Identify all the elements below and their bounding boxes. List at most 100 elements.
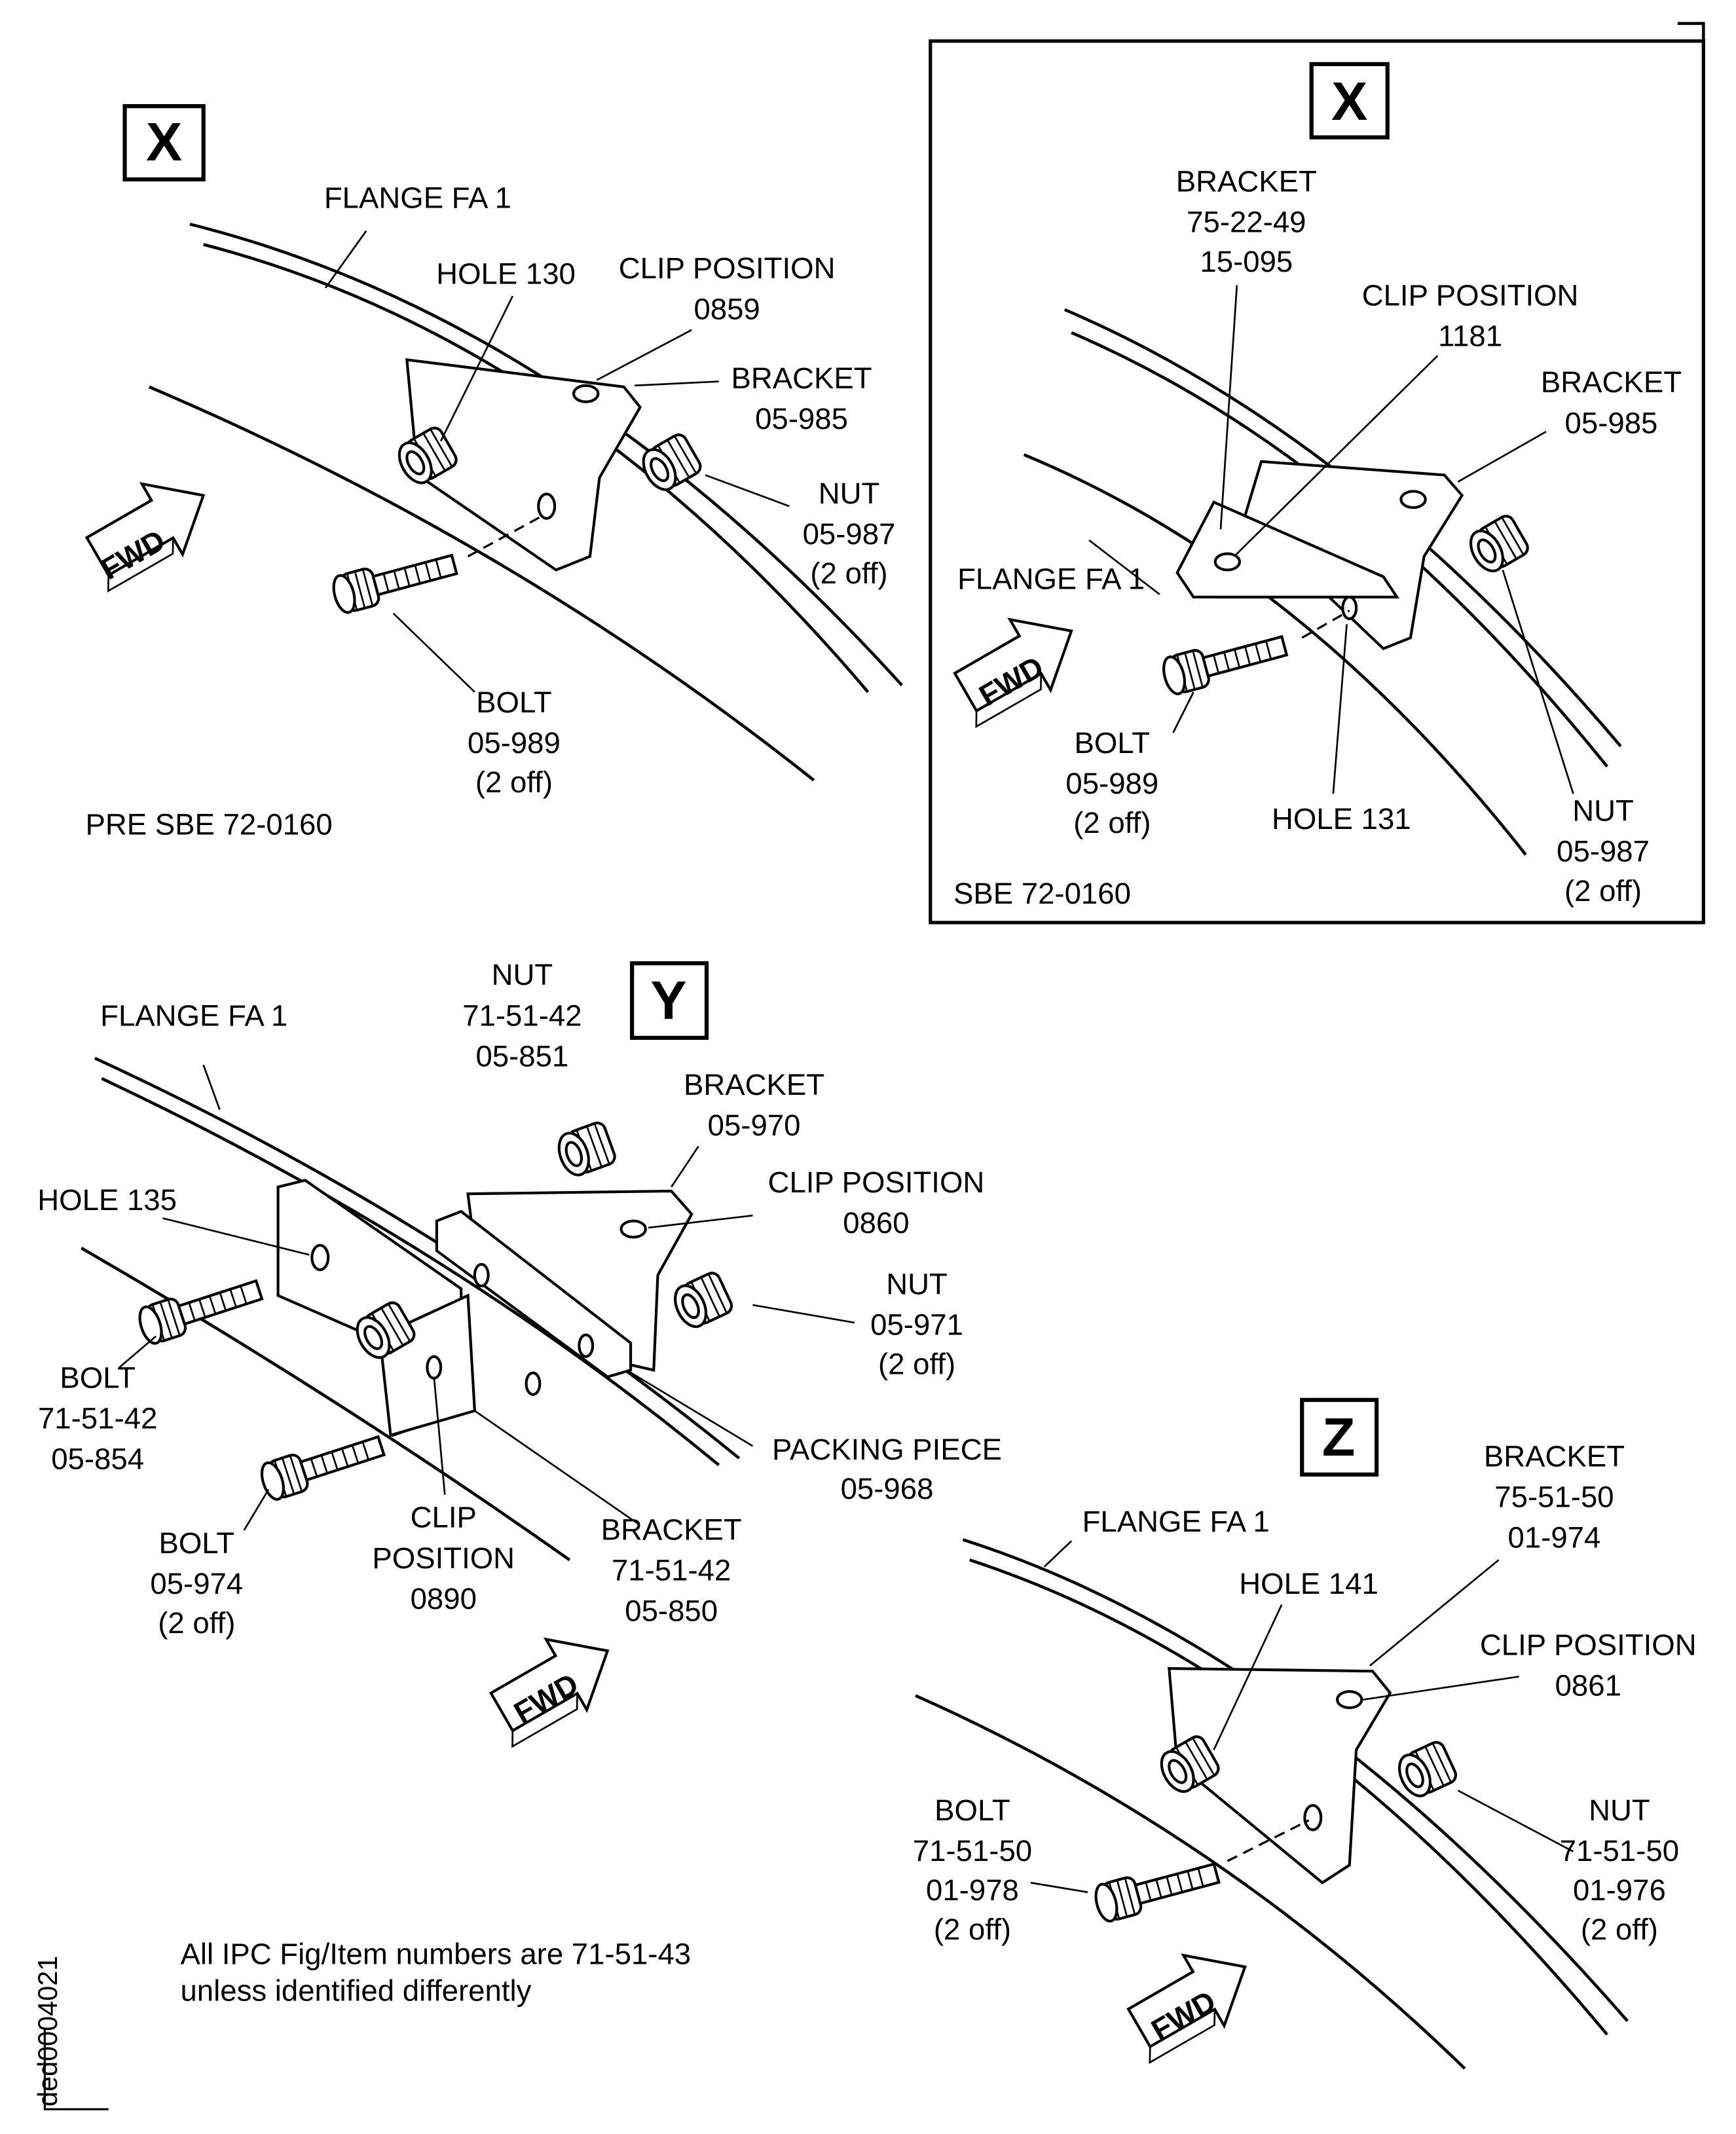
bolt-quantity: (2 off) <box>934 1913 1011 1946</box>
view-x-label-box <box>122 104 206 182</box>
id-corner-mark <box>43 2027 109 2110</box>
bolt-label: BOLT <box>476 686 552 719</box>
bracket-label: BRACKET <box>731 361 872 395</box>
bracket-ata-number: 75-22-49 <box>1187 206 1306 239</box>
bracket-part-number: 15-095 <box>1200 245 1293 278</box>
clip-position-label: CLIP POSITION <box>768 1166 985 1199</box>
bolt-quantity: (2 off) <box>1073 806 1151 839</box>
view-x-label: X <box>146 111 182 172</box>
nut-icon <box>1394 1740 1458 1801</box>
nut-icon <box>554 1120 618 1179</box>
bolt-icon <box>330 546 459 615</box>
bolt-part-number: 05-989 <box>468 726 561 760</box>
bolt-label: BOLT <box>60 1361 136 1394</box>
bracket-label: BRACKET <box>601 1513 742 1546</box>
nut-ata-number: 71-51-50 <box>1560 1834 1679 1867</box>
bolt-icon <box>1160 627 1289 696</box>
bracket-part-number: 05-850 <box>625 1594 718 1628</box>
clip-hole <box>572 384 600 403</box>
bolt-quantity: (2 off) <box>475 765 553 799</box>
bolt-ata-number: 71-51-50 <box>913 1834 1032 1867</box>
flange-label: FLANGE FA 1 <box>1082 1505 1270 1538</box>
bolt-part-number: 05-974 <box>150 1567 243 1600</box>
view-x-label: X <box>1331 71 1367 132</box>
view-z: Z FWD BRACKET 75-51-50 01-974 FLANGE FA … <box>913 1397 1697 2070</box>
bracket-label: BRACKET <box>1484 1439 1625 1473</box>
bracket-label: BRACKET <box>1541 365 1682 399</box>
pre-sbe-note: PRE SBE 72-0160 <box>85 807 332 841</box>
bracket-label: BRACKET <box>684 1068 824 1101</box>
view-y-label-box <box>630 961 709 1040</box>
nut-quantity: (2 off) <box>810 557 887 590</box>
view-y: Y FWD NUT 71-51-42 05-851 FLANGE FA 1 BR… <box>37 958 1002 1751</box>
hole-label: HOLE 131 <box>1272 802 1411 836</box>
bolt-quantity: (2 off) <box>158 1606 235 1640</box>
bolt-part-number: 05-854 <box>51 1443 144 1476</box>
packing-piece-label: PACKING PIECE <box>772 1433 1002 1466</box>
nut-label: NUT <box>492 958 553 991</box>
nut-part-number: 05-987 <box>1557 835 1650 868</box>
nut-ata-number: 71-51-42 <box>462 999 582 1032</box>
bolt-icon <box>258 1427 387 1501</box>
clip-position-label: CLIP POSITION <box>1480 1628 1697 1661</box>
nut-icon <box>669 1270 734 1331</box>
nut-quantity: (2 off) <box>1564 874 1642 908</box>
nut-label: NUT <box>886 1267 948 1300</box>
bracket-part-number: 05-985 <box>755 402 848 435</box>
clip-label: CLIP <box>411 1501 477 1534</box>
flange-label: FLANGE FA 1 <box>100 999 287 1032</box>
view-y-label: Y <box>650 970 686 1031</box>
corner-mark <box>1677 22 1705 41</box>
clip-position-number: 1181 <box>1438 320 1502 353</box>
view-x-sbe: X FWD BRACKET 75-22-49 15-095 CLIP POSIT… <box>929 22 1705 925</box>
nut-icon <box>1464 513 1530 577</box>
flange-lower-line <box>148 385 815 782</box>
bolt-ata-number: 71-51-42 <box>38 1401 157 1435</box>
bolt-hole <box>537 492 557 520</box>
hole-label: HOLE 141 <box>1239 1567 1378 1600</box>
hole-label: HOLE 135 <box>37 1183 177 1217</box>
clip-position-label: CLIP POSITION <box>619 251 836 285</box>
sbe-frame <box>929 39 1705 925</box>
nut-label: NUT <box>1589 1794 1650 1827</box>
nut-part-number: 01-976 <box>1573 1873 1666 1907</box>
nut-label: NUT <box>1572 794 1634 828</box>
bolt-label: BOLT <box>1075 726 1151 760</box>
nut-part-number: 05-971 <box>870 1308 963 1342</box>
bracket-part-number: 05-985 <box>1565 406 1658 439</box>
clip-position-number: 0861 <box>1555 1668 1621 1702</box>
clip-position-number: 0859 <box>693 292 760 325</box>
footnote-line-1: All IPC Fig/Item numbers are 71-51-43 <box>180 1938 691 1971</box>
bolt-label: BOLT <box>934 1794 1010 1827</box>
view-x-label-box <box>1309 62 1390 139</box>
clip-position-label: POSITION <box>372 1541 515 1575</box>
bracket-ata-number: 71-51-42 <box>612 1553 731 1587</box>
footnote-line-2: unless identified differently <box>180 1974 531 2007</box>
bolt-icon <box>1092 1855 1221 1924</box>
hole-label: HOLE 130 <box>436 257 576 290</box>
nut-part-number: 05-987 <box>803 517 896 551</box>
sbe-note: SBE 72-0160 <box>953 877 1131 910</box>
drawing-id: ded0004021 <box>33 1956 63 2106</box>
view-z-label: Z <box>1322 1407 1356 1467</box>
clip-position-label: CLIP POSITION <box>1362 279 1579 312</box>
bolt-part-number: 01-978 <box>926 1873 1019 1907</box>
bracket-part-number: 05-970 <box>708 1109 801 1142</box>
view-z-label-box <box>1300 1397 1379 1477</box>
clip-position-number: 0890 <box>411 1582 477 1615</box>
clip-position-number: 0860 <box>843 1206 909 1240</box>
bracket-part-number: 01-974 <box>1508 1521 1601 1555</box>
bracket-label: BRACKET <box>1176 165 1317 198</box>
view-x-pre-sbe: X FWD FLANGE FA 1 HOLE 130 CLIP POSITION… <box>70 104 903 841</box>
bracket-ata-number: 75-51-50 <box>1494 1481 1614 1514</box>
nut-quantity: (2 off) <box>1581 1913 1658 1946</box>
nut-quantity: (2 off) <box>878 1348 955 1381</box>
bracket-05-985 <box>405 358 642 572</box>
bolt-label: BOLT <box>159 1526 235 1560</box>
bolt-part-number: 05-989 <box>1065 767 1158 800</box>
bolt-icon <box>136 1272 265 1346</box>
bracket-75-22-49 <box>1175 500 1400 598</box>
flange-label: FLANGE FA 1 <box>957 562 1145 595</box>
nut-label: NUT <box>819 477 880 510</box>
